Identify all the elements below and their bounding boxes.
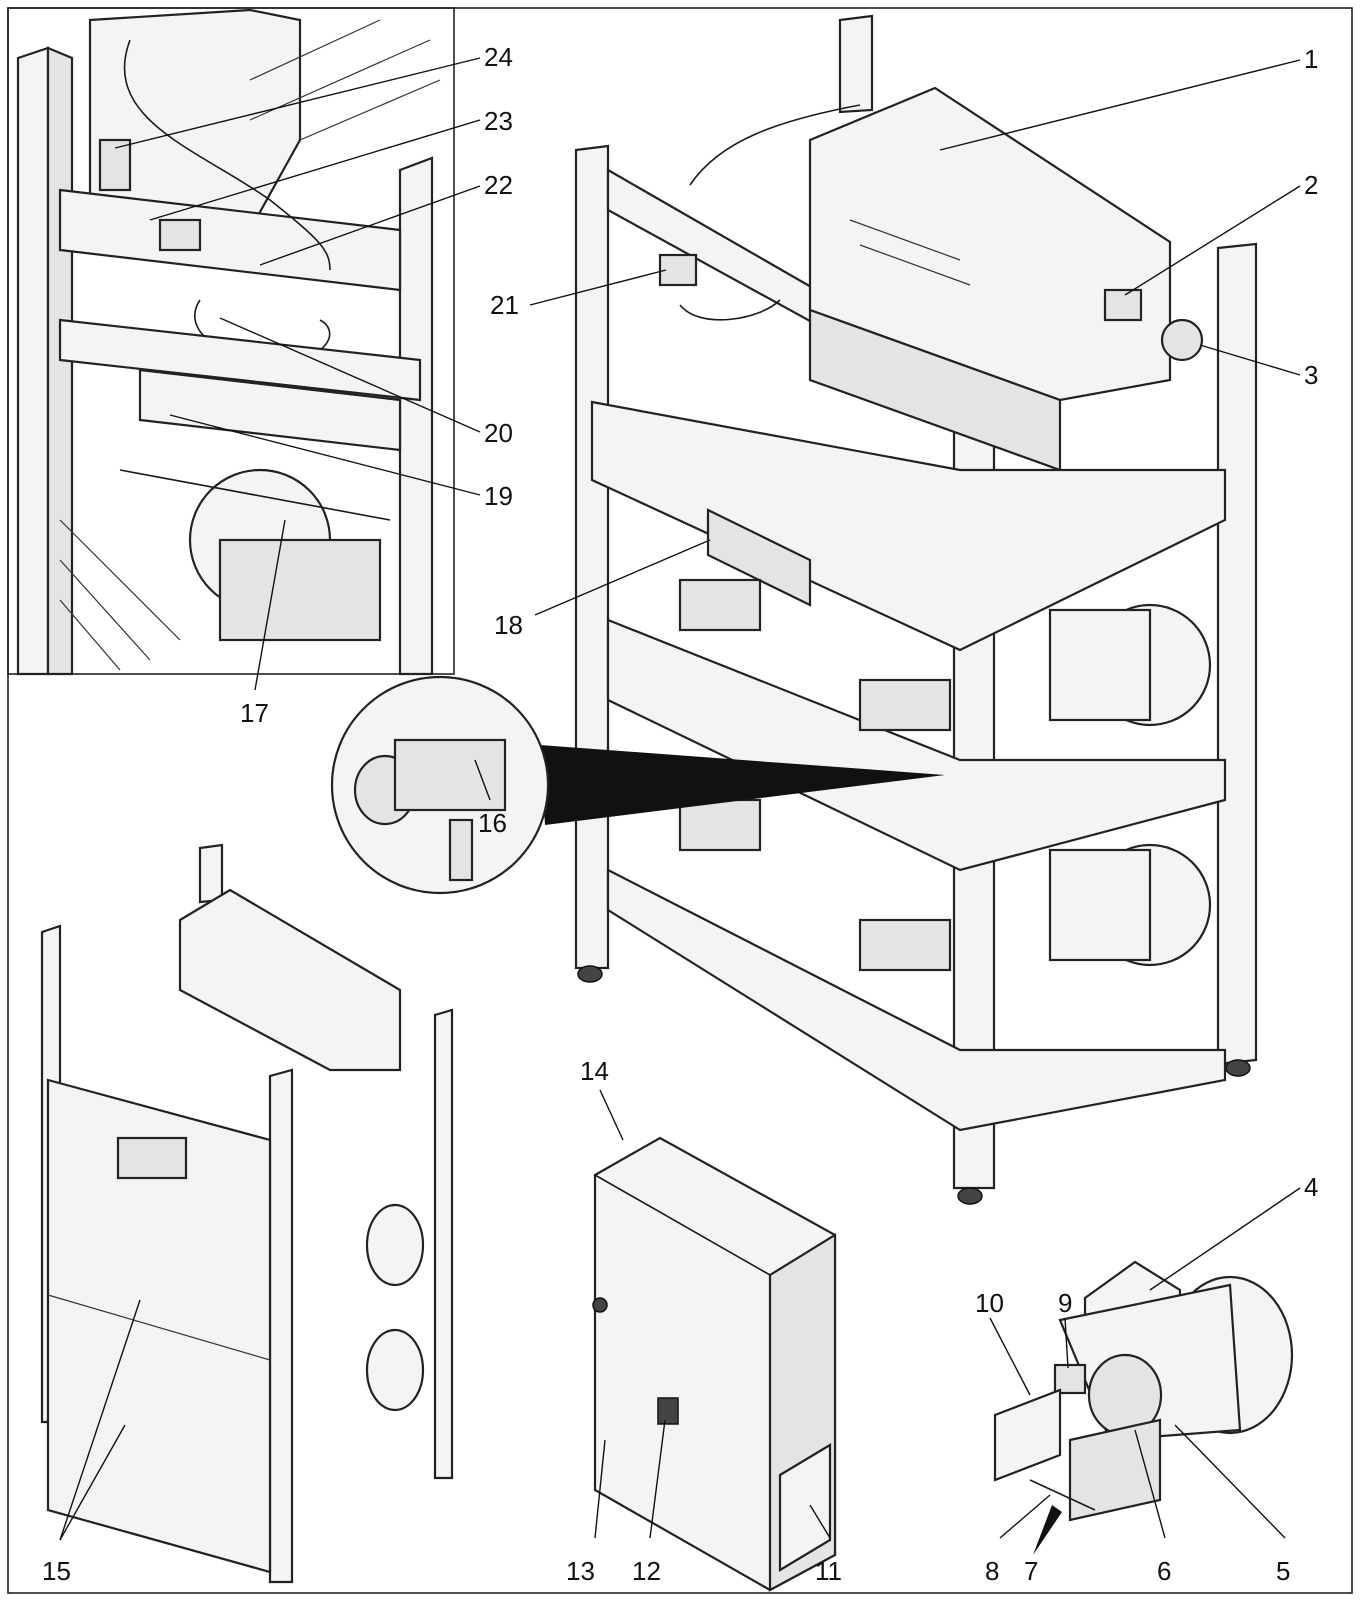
- callout-8: 8: [985, 1556, 999, 1586]
- closed-front-cover-15: [46, 1078, 272, 1574]
- inset-right-upright: [398, 156, 434, 676]
- fitting-3: [1160, 318, 1204, 362]
- cabinet-plate-11: [778, 1443, 832, 1572]
- pump-upper-right: [858, 678, 952, 732]
- control-label-18: [706, 508, 812, 607]
- inset-pump-head: [218, 538, 382, 642]
- inset-hose: [123, 39, 331, 271]
- callout-10: 10: [975, 1288, 1004, 1318]
- closed-motor-upper: [365, 1203, 425, 1287]
- cabinet-lock: [592, 1297, 608, 1313]
- callout-labels: 1 2 3 4 5 6 7 8 9 10 11 12 13 14 15 16 1…: [42, 42, 1318, 1586]
- leader-lines: [59, 57, 1301, 1541]
- callout-1: 1: [1304, 44, 1318, 74]
- fitting-2: [1103, 288, 1143, 322]
- closed-top-post: [198, 843, 224, 904]
- arrow-7: [1033, 1505, 1062, 1555]
- callout-14: 14: [580, 1056, 609, 1086]
- callout-11: 11: [815, 1556, 842, 1586]
- motor-lower-body: [1048, 848, 1152, 962]
- inset-cross-plate: [58, 188, 402, 292]
- pump-lower-right: [858, 918, 952, 972]
- inset-detail-view: [7, 7, 455, 676]
- callout-9: 9: [1058, 1288, 1072, 1318]
- callout-7: 7: [1024, 1556, 1038, 1586]
- rear-upright-top: [838, 14, 874, 114]
- middle-shelf: [606, 618, 1227, 872]
- closed-unit: [40, 843, 454, 1584]
- bottom-shelf: [606, 868, 1227, 1132]
- front-left-upright: [574, 144, 610, 970]
- right-rear-upright: [1216, 242, 1258, 1066]
- inset-support-19: [138, 368, 402, 452]
- closed-control-label: [116, 1136, 188, 1180]
- cabinet-switch-12: [657, 1397, 679, 1425]
- pump-lower-left: [678, 798, 762, 852]
- closed-heater-box: [178, 888, 402, 1072]
- callout-20: 20: [484, 418, 513, 448]
- front-shelf-panel: [590, 400, 1227, 652]
- inset-elbow-23: [158, 218, 202, 252]
- closed-rear-upright: [433, 1008, 454, 1480]
- callout-5: 5: [1276, 1556, 1290, 1586]
- oil-cap-9: [1053, 1363, 1087, 1395]
- closed-motor-lower: [365, 1328, 425, 1412]
- callout-15: 15: [42, 1556, 71, 1586]
- callout-24: 24: [484, 42, 513, 72]
- pump-manifold: [1068, 1418, 1162, 1522]
- main-assembly: [574, 14, 1258, 1205]
- callout-16: 16: [478, 808, 507, 838]
- inset-rail: [58, 318, 422, 402]
- callout-23: 23: [484, 106, 513, 136]
- magnifier-beam: [540, 745, 945, 825]
- callout-6: 6: [1157, 1556, 1171, 1586]
- magnified-detail-16: [330, 675, 945, 895]
- connector-8: [1029, 1479, 1096, 1511]
- callout-2: 2: [1304, 170, 1318, 200]
- pump-head-10: [993, 1388, 1062, 1482]
- closed-right-upright: [268, 1068, 294, 1584]
- callout-22: 22: [484, 170, 513, 200]
- callout-12: 12: [632, 1556, 661, 1586]
- inset-valve-24: [98, 138, 132, 192]
- magnified-stem: [448, 818, 474, 882]
- callout-21: 21: [490, 290, 519, 320]
- callout-13: 13: [566, 1556, 595, 1586]
- magnified-motor: [393, 738, 507, 812]
- callout-3: 3: [1304, 360, 1318, 390]
- motor-upper-body: [1048, 608, 1152, 722]
- fitting-21: [658, 253, 698, 287]
- outer-border: [7, 7, 1353, 1594]
- control-cabinet: [592, 1136, 837, 1592]
- callout-19: 19: [484, 481, 513, 511]
- callout-4: 4: [1304, 1172, 1318, 1202]
- pump-assembly: [993, 1260, 1294, 1555]
- callout-18: 18: [494, 610, 523, 640]
- pump-upper-left: [678, 578, 762, 632]
- inset-border: [7, 7, 455, 675]
- inset-left-upright: [16, 46, 50, 676]
- callout-17: 17: [240, 698, 269, 728]
